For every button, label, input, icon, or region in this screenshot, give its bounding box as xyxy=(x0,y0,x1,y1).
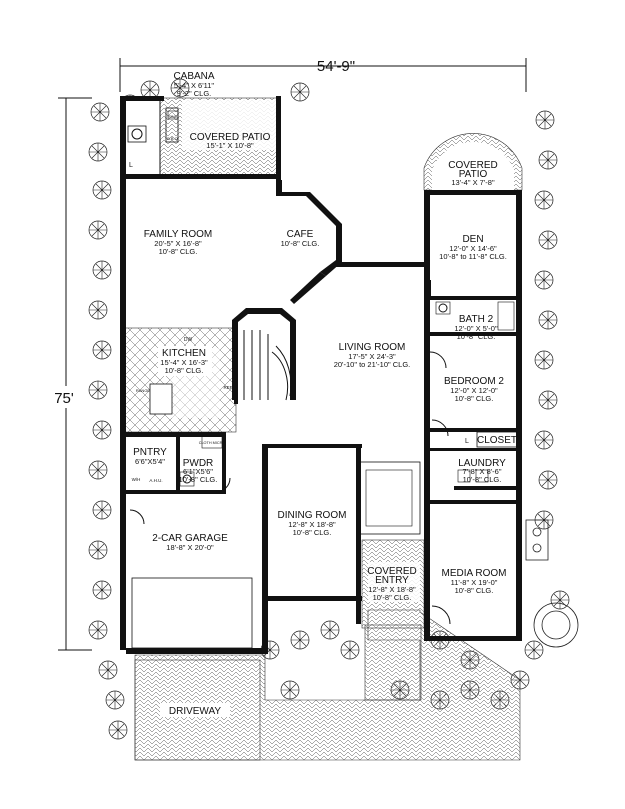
driveway-name: DRIVEWAY xyxy=(169,706,222,717)
depth-label: 75' xyxy=(54,390,74,407)
door-swings xyxy=(129,351,451,625)
dining-size: 12'-8" X 18'-8" xyxy=(288,520,336,529)
garage-size: 18'-8" X 20'-0" xyxy=(166,543,214,552)
cabana-clg: 9'-2" CLG. xyxy=(177,89,212,98)
dining-name: DINING ROOM xyxy=(278,510,347,521)
family-size: 20'-5" X 16'-8" xyxy=(154,239,202,248)
width-dimension: 54'-9" xyxy=(119,58,527,92)
kitchen-clg: 10'-8" CLG. xyxy=(165,366,204,375)
room-den: DEN 12'-0" X 14'-6" 10'-8" to 11'-8" CLG… xyxy=(439,234,507,261)
kitchen-name: KITCHEN xyxy=(162,348,206,359)
l-mark-1: L xyxy=(129,162,133,169)
room-garage: 2-CAR GARAGE 18'-8" X 20'-0" xyxy=(152,533,228,552)
side-patio-name1: COVERED xyxy=(448,160,497,171)
garage-door xyxy=(131,577,253,649)
staircase xyxy=(243,330,292,401)
laundry-clg: 10'-8" CLG. xyxy=(463,475,502,484)
room-covered-patio-rear: COVERED PATIO 15'-1" X 10'-8" xyxy=(190,132,271,150)
entry-size: 12'-8" X 18'-8" xyxy=(368,585,416,594)
side-patio-size: 13'-4" X 7'-8" xyxy=(451,178,495,187)
entry-name1: COVERED xyxy=(367,566,416,577)
room-driveway: DRIVEWAY xyxy=(160,703,230,717)
cloth-micro-label: CLOTH MICRO xyxy=(199,441,226,445)
living-clg: 20'-10" to 21'-10" CLG. xyxy=(334,360,411,369)
bedroom2-clg: 10'-8" CLG. xyxy=(455,394,494,403)
bbq-label: B.B.Q. xyxy=(167,136,179,141)
landscaping xyxy=(88,78,579,740)
media-name: MEDIA ROOM xyxy=(441,568,506,579)
room-family: FAMILY ROOM 20'-5" X 16'-8" 10'-8" CLG. xyxy=(144,229,213,256)
dining-clg: 10'-8" CLG. xyxy=(293,528,332,537)
room-bedroom2: BEDROOM 2 12'-0" X 12'-0" 10'-8" CLG. xyxy=(444,376,504,403)
den-size: 12'-0" X 14'-6" xyxy=(449,244,497,253)
room-cafe: CAFE 10'-8" CLG. xyxy=(281,229,320,248)
powder-clg: 10'-8" CLG. xyxy=(179,475,218,484)
room-cabana: CABANA 5'-4" X 6'11" 9'-2" CLG. xyxy=(173,71,214,98)
family-clg: 10'-8" CLG. xyxy=(159,247,198,256)
closet-name: CLOSET xyxy=(477,435,517,446)
room-pantry: PNTRY 6'6"X5'4" xyxy=(133,447,167,466)
room-closet: CLOSET xyxy=(476,431,518,448)
entry-clg: 10'-8" CLG. xyxy=(373,593,412,602)
room-kitchen: KITCHEN 15'-4" X 16'-3" 10'-8" CLG. xyxy=(158,346,212,376)
living-size: 17'-5" X 24'-3" xyxy=(348,352,396,361)
fixtures: SINK B.B.Q. DW RANGE REF CLOTH MICRO W/H… xyxy=(127,110,515,487)
side-patio-name2: PATIO xyxy=(459,169,488,180)
laundry-size: 7'-8" X 8'-6" xyxy=(462,467,501,476)
room-dining: DINING ROOM 12'-8" X 18'-8" 10'-8" CLG. xyxy=(278,510,347,537)
depth-dimension: 75' xyxy=(50,97,92,651)
cabana-size: 5'-4" X 6'11" xyxy=(174,81,214,90)
bedroom2-name: BEDROOM 2 xyxy=(444,376,504,387)
dw-label: DW xyxy=(184,337,193,343)
cafe-name: CAFE xyxy=(287,229,314,240)
room-covered-patio-side: COVERED PATIO 13'-4" X 7'-8" xyxy=(448,160,497,187)
media-size: 11'-8" X 19'-0" xyxy=(451,578,498,587)
family-name: FAMILY ROOM xyxy=(144,229,213,240)
rear-patio-size: 15'-1" X 10'-8" xyxy=(206,141,254,150)
walls xyxy=(120,96,522,654)
media-clg: 10'-8" CLG. xyxy=(455,586,494,595)
powder-name: PWDR xyxy=(183,458,214,469)
cabana-name: CABANA xyxy=(173,71,214,82)
entry-name2: ENTRY xyxy=(375,575,409,586)
pantry-name: PNTRY xyxy=(133,447,167,458)
garage-name: 2-CAR GARAGE xyxy=(152,533,228,544)
l-mark-2: L xyxy=(465,438,469,445)
wh-label: W/H xyxy=(132,477,141,482)
room-laundry: LAUNDRY 7'-8" X 8'-6" 10'-8" CLG. xyxy=(458,458,506,484)
bath2-name: BATH 2 xyxy=(459,314,494,325)
den-clg: 10'-8" to 11'-8" CLG. xyxy=(439,252,507,261)
sink-label: SINK xyxy=(168,114,178,119)
room-bath2: BATH 2 12'-0" X 5'-0" 10'-8" CLG. xyxy=(454,314,498,341)
room-powder: PWDR 6'1"X5'6" 10'-8" CLG. xyxy=(179,458,218,484)
bath2-size: 12'-0" X 5'-0" xyxy=(454,324,498,333)
pantry-size: 6'6"X5'4" xyxy=(135,457,165,466)
ref-label: REF xyxy=(224,385,233,390)
room-living: LIVING ROOM 17'-5" X 24'-3" 20'-10" to 2… xyxy=(334,342,411,369)
rear-patio-name: COVERED PATIO xyxy=(190,132,271,143)
den-name: DEN xyxy=(462,234,483,245)
kitchen-island xyxy=(149,383,173,415)
ahu-label: A.H.U. xyxy=(149,478,162,483)
cafe-clg: 10'-8" CLG. xyxy=(281,239,320,248)
kitchen-size: 15'-4" X 16'-3" xyxy=(160,358,208,367)
room-covered-entry: COVERED ENTRY 12'-8" X 18'-8" 10'-8" CLG… xyxy=(367,566,416,602)
bedroom2-size: 12'-0" X 12'-0" xyxy=(450,386,498,395)
entry-walk xyxy=(364,624,422,701)
powder-size: 6'1"X5'6" xyxy=(183,467,213,476)
room-media: MEDIA ROOM 11'-8" X 19'-0" 10'-8" CLG. xyxy=(441,568,506,595)
laundry-name: LAUNDRY xyxy=(458,458,506,469)
living-name: LIVING ROOM xyxy=(339,342,406,353)
width-label: 54'-9" xyxy=(317,58,355,75)
bath2-clg: 10'-8" CLG. xyxy=(457,332,496,341)
range-label: RANGE xyxy=(136,388,151,393)
